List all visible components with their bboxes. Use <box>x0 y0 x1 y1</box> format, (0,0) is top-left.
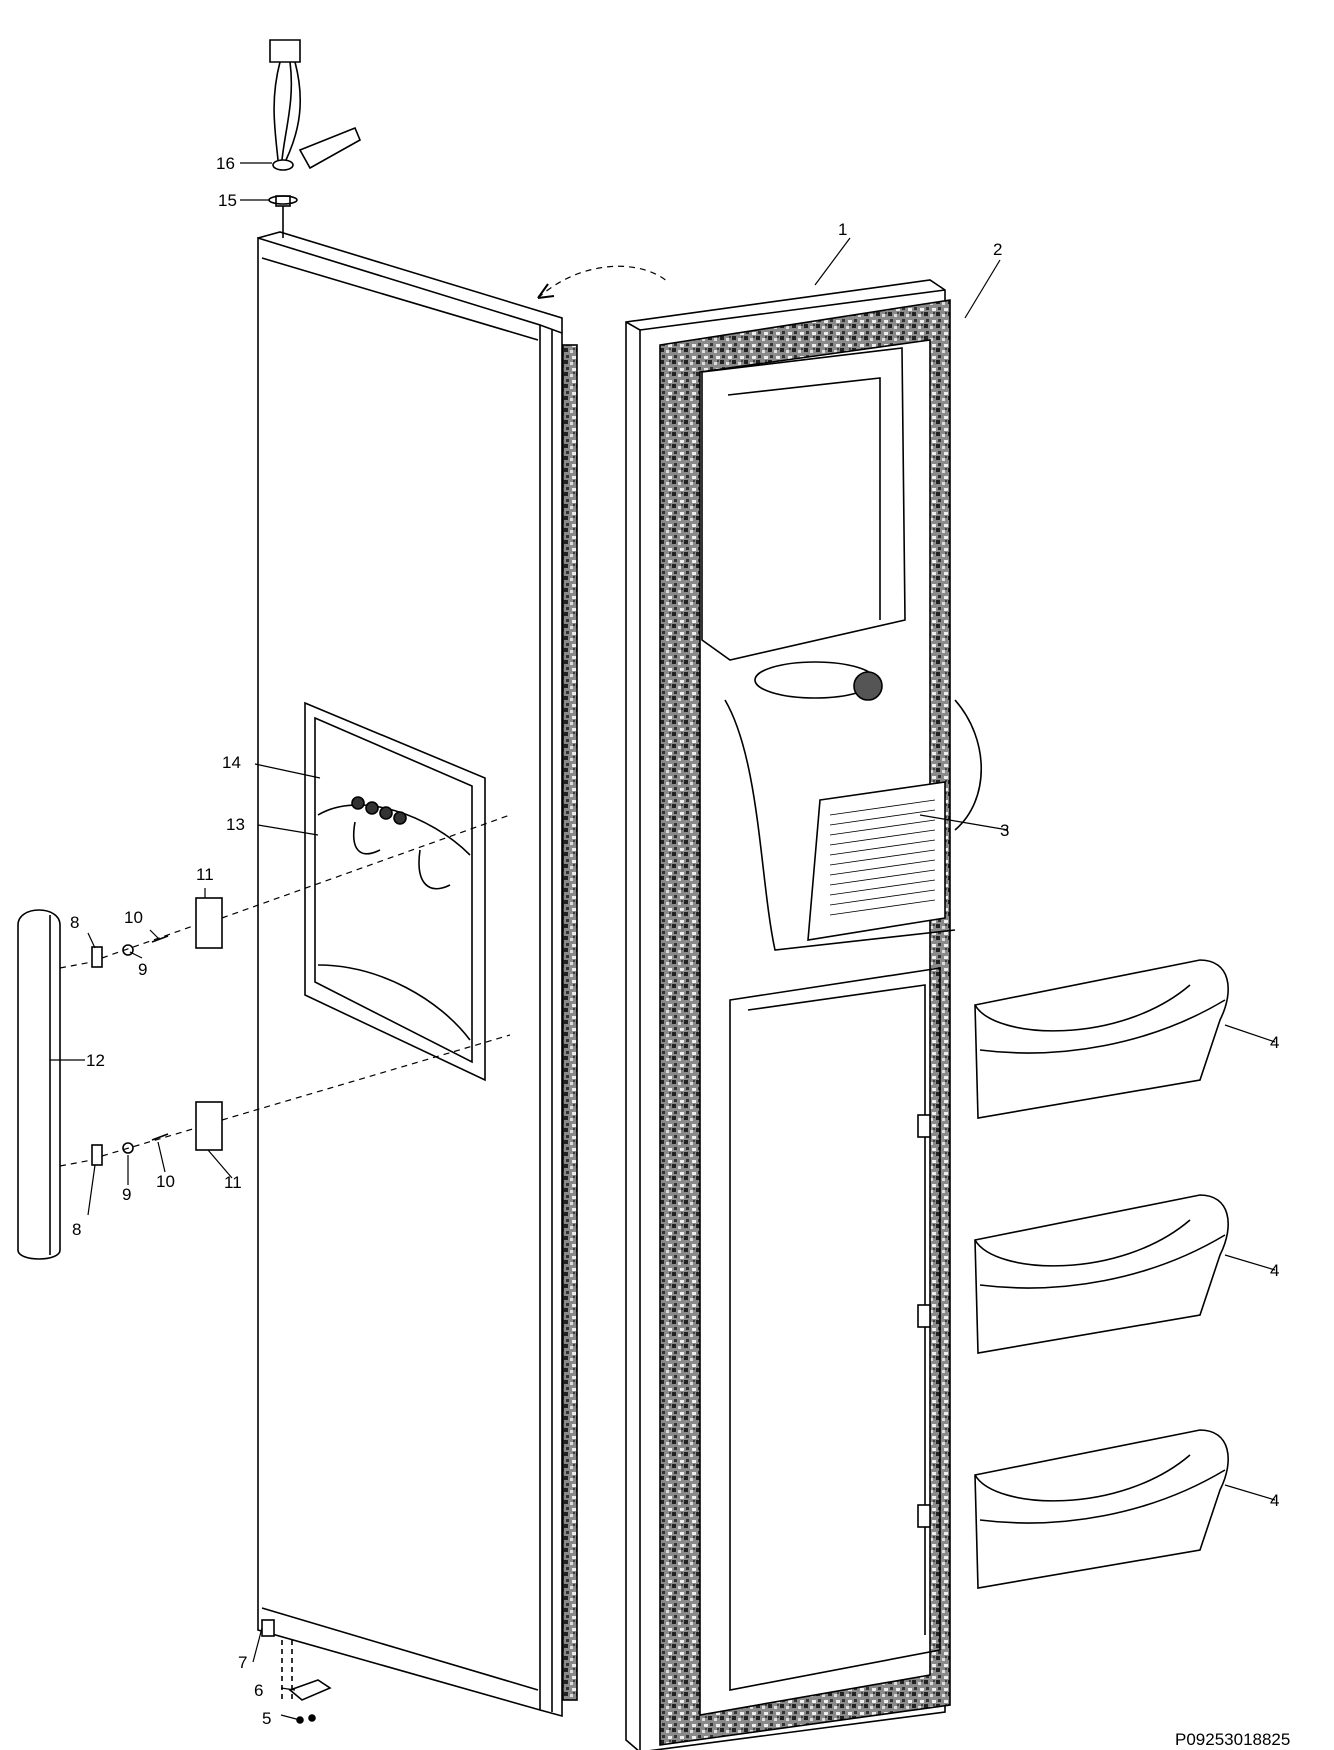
callout-1: 1 <box>838 220 847 239</box>
handle-clip-upper <box>91 946 103 968</box>
top-hinge-assembly <box>268 39 362 238</box>
callout-13: 13 <box>226 815 245 834</box>
leader-lines <box>50 162 1276 1721</box>
callout-11-lower: 11 <box>224 1173 242 1192</box>
callout-16: 16 <box>216 154 235 173</box>
outer-door-panel <box>257 231 578 1718</box>
callout-8-lower: 8 <box>72 1220 81 1239</box>
callout-4-top: 4 <box>1270 1033 1279 1052</box>
screw-upper <box>151 935 169 943</box>
door-bin-top <box>974 959 1229 1119</box>
callout-15: 15 <box>218 191 237 210</box>
callout-11-upper: 11 <box>196 865 214 884</box>
callout-labels: 1 2 3 4 4 4 5 6 7 8 8 9 9 10 10 11 11 12… <box>70 154 1279 1728</box>
handle-mount-lower <box>195 1101 223 1151</box>
door-gasket <box>659 299 951 1746</box>
callout-6: 6 <box>254 1681 263 1700</box>
liner-inner-shelves <box>701 347 982 1691</box>
callout-10-lower: 10 <box>156 1172 175 1191</box>
callout-8-upper: 8 <box>70 913 79 932</box>
handle-clip-lower <box>91 1144 103 1166</box>
screw-lower <box>151 1133 169 1141</box>
door-bin-middle <box>974 1194 1229 1354</box>
callout-7: 7 <box>238 1653 247 1672</box>
callout-4-middle: 4 <box>1270 1261 1279 1280</box>
callout-9-upper: 9 <box>138 960 147 979</box>
callout-9-lower: 9 <box>122 1185 131 1204</box>
rotation-arrow-head <box>537 283 555 299</box>
callout-14: 14 <box>222 753 241 772</box>
assembly-lines <box>59 265 669 1167</box>
dispenser-control-buttons <box>351 796 407 825</box>
callout-2: 2 <box>993 240 1002 259</box>
washer-lower <box>122 1142 134 1154</box>
handle-mount-upper <box>195 897 223 949</box>
callout-12: 12 <box>86 1051 105 1070</box>
callout-10-upper: 10 <box>124 908 143 927</box>
dispenser-housing <box>304 701 486 1082</box>
callout-4-bottom: 4 <box>1270 1491 1279 1510</box>
callout-3: 3 <box>1000 821 1009 840</box>
door-handle <box>17 909 61 1260</box>
liner-vent-grille <box>807 781 946 941</box>
drawing-code: P09253018825 <box>1175 1730 1290 1749</box>
door-bin-bottom <box>974 1429 1229 1589</box>
callout-5: 5 <box>262 1709 271 1728</box>
